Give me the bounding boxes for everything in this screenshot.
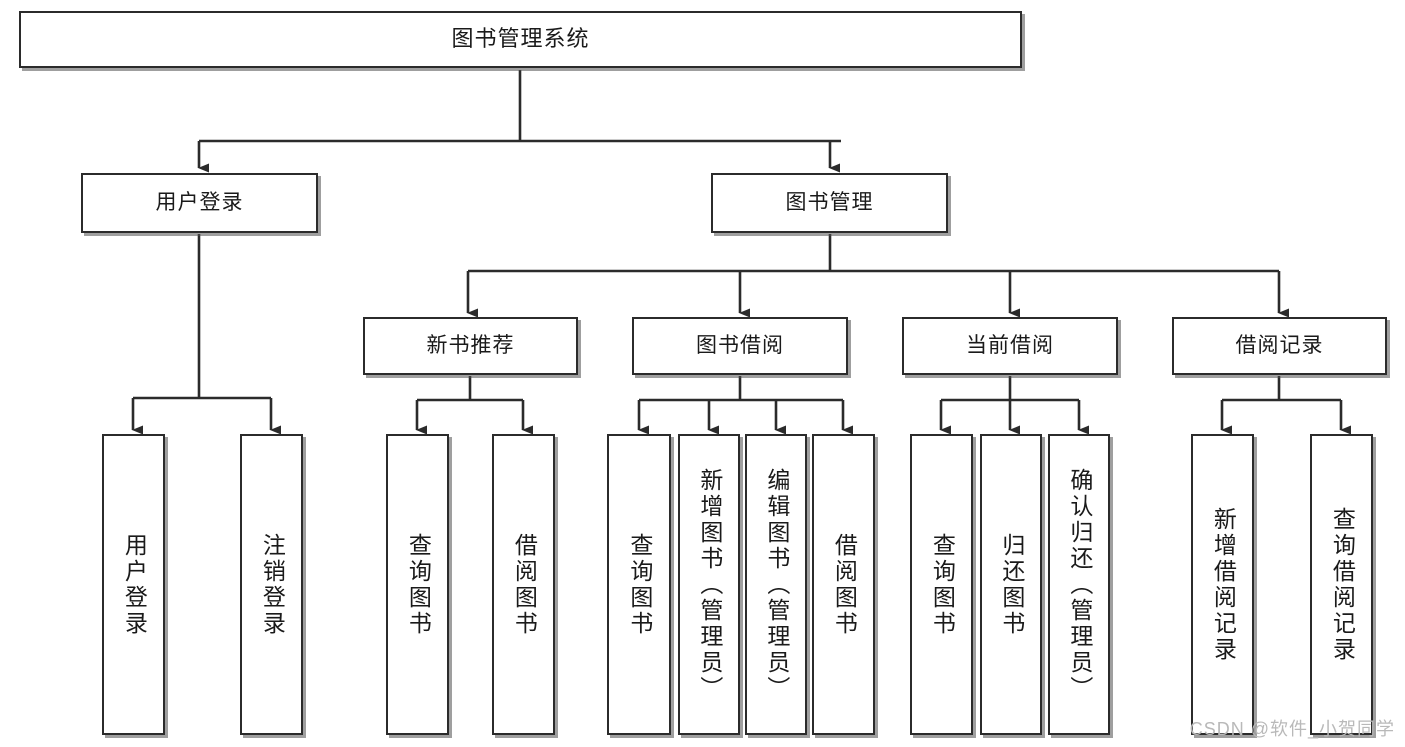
- leaf-edit-book-admin[interactable]: 编辑图书（管理员）: [745, 434, 807, 735]
- node-label: 查询图书: [405, 532, 432, 637]
- leaf-query-book-recommend[interactable]: 查询图书: [386, 434, 449, 735]
- node-label: 借阅图书: [831, 532, 858, 637]
- node-label: 用户登录: [121, 532, 148, 637]
- node-label: 当前借阅: [966, 334, 1054, 358]
- node-label: 借阅记录: [1235, 334, 1324, 358]
- node-label: 查询图书: [929, 532, 956, 637]
- node-label: 查询图书: [626, 532, 653, 637]
- node-label: 编辑图书（管理员）: [763, 467, 790, 702]
- node-current-borrow[interactable]: 当前借阅: [902, 317, 1118, 375]
- node-label: 查询借阅记录: [1329, 506, 1356, 663]
- node-book-borrow[interactable]: 图书借阅: [632, 317, 848, 375]
- leaf-add-borrow-record[interactable]: 新增借阅记录: [1191, 434, 1254, 735]
- node-label: 归还图书: [998, 532, 1025, 637]
- node-new-book-recommend[interactable]: 新书推荐: [363, 317, 578, 375]
- leaf-return-book[interactable]: 归还图书: [980, 434, 1042, 735]
- leaf-query-borrow-record[interactable]: 查询借阅记录: [1310, 434, 1373, 735]
- node-book-manage[interactable]: 图书管理: [711, 173, 948, 233]
- node-label: 图书管理系统: [451, 26, 590, 52]
- leaf-logout[interactable]: 注销登录: [240, 434, 303, 735]
- leaf-confirm-return-admin[interactable]: 确认归还（管理员）: [1048, 434, 1110, 735]
- node-borrow-record[interactable]: 借阅记录: [1172, 317, 1387, 375]
- leaf-query-book-borrow[interactable]: 查询图书: [607, 434, 671, 735]
- node-label: 图书借阅: [696, 334, 784, 358]
- node-label: 新书推荐: [426, 334, 515, 358]
- node-label: 借阅图书: [511, 532, 538, 637]
- node-label: 确认归还（管理员）: [1066, 467, 1093, 702]
- node-label: 新增图书（管理员）: [696, 467, 723, 702]
- node-label: 图书管理: [785, 191, 874, 215]
- node-root-system[interactable]: 图书管理系统: [19, 11, 1022, 68]
- leaf-query-book-current[interactable]: 查询图书: [910, 434, 973, 735]
- leaf-add-book-admin[interactable]: 新增图书（管理员）: [678, 434, 740, 735]
- leaf-borrow-book-recommend[interactable]: 借阅图书: [492, 434, 555, 735]
- node-label: 用户登录: [155, 191, 244, 215]
- node-label: 注销登录: [259, 532, 286, 637]
- leaf-user-login[interactable]: 用户登录: [102, 434, 165, 735]
- node-label: 新增借阅记录: [1210, 506, 1237, 663]
- leaf-borrow-book-borrow[interactable]: 借阅图书: [812, 434, 875, 735]
- node-user-login[interactable]: 用户登录: [81, 173, 318, 233]
